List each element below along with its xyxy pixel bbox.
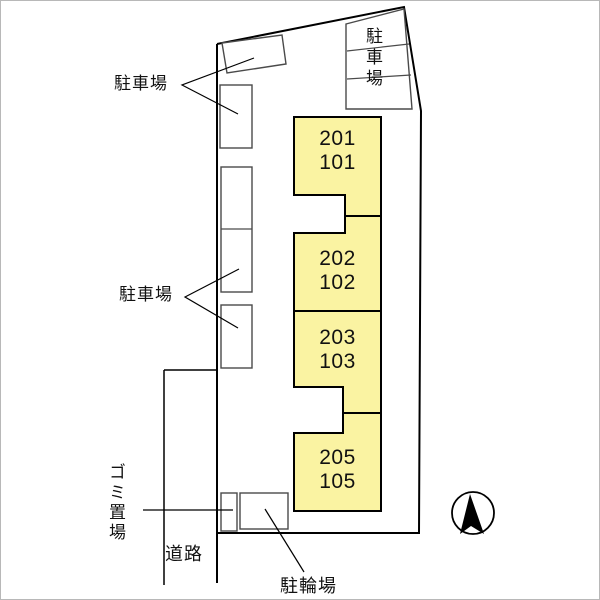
unit-upper: 201	[319, 127, 356, 150]
leader-line-parking-lower	[183, 268, 240, 329]
unit-lower: 101	[319, 151, 356, 174]
parking-stall	[219, 84, 253, 149]
parking-stall-divider	[346, 43, 410, 52]
bicycle-parking-rect	[239, 492, 289, 530]
unit-upper: 202	[319, 247, 356, 270]
parking-block-top-right	[345, 8, 413, 110]
unit-label-203-103: 203 103	[294, 326, 381, 374]
garbage-label: ゴミ置場	[106, 463, 125, 543]
unit-label-205-105: 205 105	[294, 446, 381, 494]
bicycle-label: 駐輪場	[280, 576, 337, 596]
parking-stall-divider	[346, 74, 412, 80]
parking-label-top-right: 駐車場	[363, 27, 382, 90]
parking-stall	[220, 304, 253, 369]
north-needle	[460, 494, 484, 534]
leader-line-bicycle	[264, 508, 305, 573]
unit-lower: 102	[319, 271, 356, 294]
unit-lower: 105	[319, 470, 356, 493]
site-boundary	[216, 5, 423, 534]
garbage-area-rect	[220, 492, 238, 532]
parking-label-upper: 駐車場	[114, 74, 168, 93]
unit-label-202-102: 202 102	[294, 247, 381, 295]
unit-upper: 203	[319, 326, 356, 349]
leader-line-parking-upper	[180, 57, 255, 115]
unit-lower: 103	[319, 350, 356, 373]
compass-icon	[451, 491, 495, 535]
road-label: 道路	[165, 544, 203, 564]
unit-label-201-101: 201 101	[294, 127, 381, 175]
parking-label-lower: 駐車場	[119, 285, 173, 304]
unit-upper: 205	[319, 446, 356, 469]
